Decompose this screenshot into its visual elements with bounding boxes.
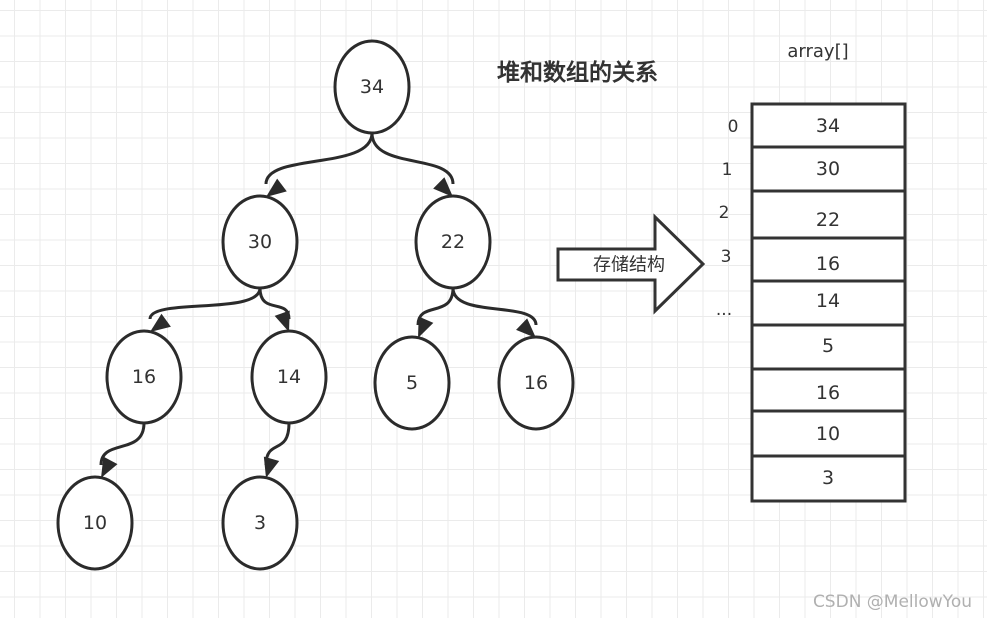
- array-indices: 0 1 2 3 ...: [716, 117, 739, 320]
- array-cell-box: [750, 367, 907, 413]
- arrow-label: 存储结构: [593, 255, 665, 276]
- watermark: CSDN @MellowYou: [813, 592, 972, 612]
- node-value: 30: [248, 231, 272, 253]
- arrowhead-icon: [274, 310, 290, 332]
- array-cell-box: [750, 454, 907, 503]
- tree-edge: [264, 132, 374, 197]
- node-value: 16: [524, 372, 548, 394]
- node-circle: [250, 329, 328, 425]
- array-cell-value: 14: [816, 290, 840, 312]
- array-name-label: array[]: [787, 41, 848, 62]
- big-arrow-shape: [556, 213, 706, 315]
- array-cell-value: 30: [816, 158, 840, 180]
- tree-node: 34: [333, 39, 411, 135]
- tree-node: 3: [221, 475, 299, 571]
- array-cell: 16: [750, 367, 907, 413]
- array-index-label: 3: [721, 247, 732, 267]
- tree-edge: [258, 287, 291, 332]
- tree-node: 14: [250, 329, 328, 425]
- node-value: 10: [83, 512, 107, 534]
- array-cell-box: [750, 236, 907, 283]
- diagram-title: 堆和数组的关系: [497, 59, 658, 86]
- tree-edge: [148, 287, 262, 332]
- tree-edge: [263, 422, 291, 478]
- tree-nodes: 34 30 22 16 14 5 16 10 3: [56, 39, 575, 571]
- tree-node: 30: [221, 194, 299, 290]
- tree-node: 16: [497, 335, 575, 431]
- array-cell: 34: [750, 102, 907, 149]
- array-cells: 34 30 22 16 14 5 16 10 3: [750, 102, 907, 503]
- node-value: 34: [360, 76, 384, 98]
- array-cell-box: [750, 323, 907, 371]
- arrowhead-icon: [101, 456, 118, 478]
- array-cell-box: [750, 145, 907, 193]
- array-cell: 16: [750, 236, 907, 283]
- array-cell-value: 22: [816, 209, 840, 231]
- array-cell-value: 16: [816, 382, 840, 404]
- tree-node: 10: [56, 475, 134, 571]
- array-cell-box: [750, 409, 907, 458]
- array-cell-value: 3: [822, 467, 834, 489]
- edge-line: [451, 287, 538, 326]
- array-cell: 3: [750, 454, 907, 503]
- node-value: 3: [254, 512, 266, 534]
- tree-edge: [99, 422, 146, 478]
- node-circle: [497, 335, 575, 431]
- arrowhead-icon: [516, 318, 536, 338]
- node-value: 22: [441, 231, 465, 253]
- tree-node: 16: [105, 329, 183, 425]
- node-circle: [105, 329, 183, 425]
- node-circle: [221, 475, 299, 571]
- node-value: 16: [132, 366, 156, 388]
- edge-line: [370, 132, 455, 185]
- edge-line: [99, 422, 146, 466]
- array-cell-box: [750, 102, 907, 149]
- tree-edge: [451, 287, 538, 338]
- tree-edges: [99, 132, 538, 478]
- node-circle: [414, 194, 492, 290]
- array-cell-value: 34: [816, 115, 840, 137]
- node-circle: [56, 475, 134, 571]
- tree-node: 22: [414, 194, 492, 290]
- array-cell: 5: [750, 323, 907, 371]
- arrowhead-icon: [418, 316, 434, 338]
- arrowhead-icon: [433, 177, 453, 197]
- array-cell: 10: [750, 409, 907, 458]
- arrowhead-icon: [263, 456, 280, 478]
- node-value: 14: [277, 366, 301, 388]
- tree-node: 5: [373, 335, 451, 431]
- arrowhead-icon: [266, 178, 287, 197]
- arrowhead-icon: [150, 313, 171, 332]
- array-cell-value: 16: [816, 253, 840, 275]
- node-value: 5: [406, 372, 418, 394]
- array-cell: 30: [750, 145, 907, 193]
- edge-line: [264, 132, 374, 185]
- array-index-label: 2: [719, 203, 730, 223]
- edge-line: [148, 287, 262, 320]
- node-circle: [333, 39, 411, 135]
- node-circle: [373, 335, 451, 431]
- array-cell-value: 5: [822, 335, 834, 357]
- array-cell-value: 10: [816, 423, 840, 445]
- storage-structure-arrow: 存储结构: [556, 213, 706, 315]
- node-circle: [221, 194, 299, 290]
- tree-edge: [416, 287, 455, 338]
- array-cell: 14: [750, 279, 907, 327]
- array-index-label: 0: [728, 117, 739, 137]
- tree-edge: [370, 132, 455, 197]
- array-cell: 22: [750, 189, 907, 240]
- array-index-label: 1: [722, 160, 733, 180]
- array-index-label: ...: [716, 300, 732, 320]
